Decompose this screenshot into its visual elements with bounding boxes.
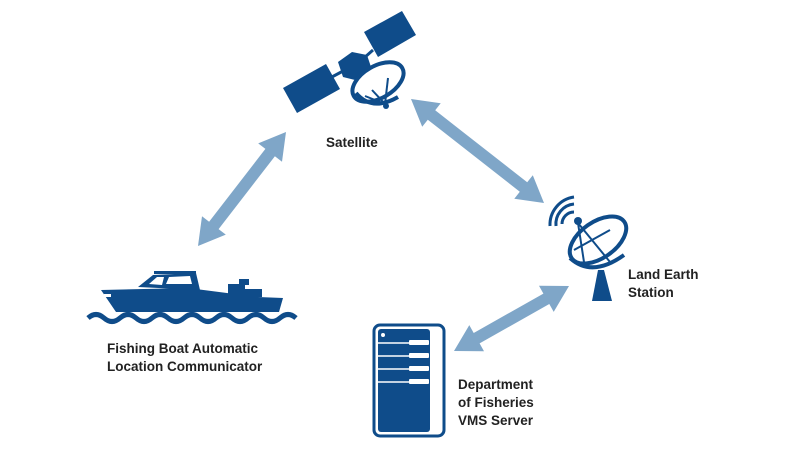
server-icon bbox=[372, 323, 446, 438]
boat-label-line2: Location Communicator bbox=[107, 359, 263, 374]
satellite-dish-icon bbox=[548, 195, 629, 301]
boat-label-line1: Fishing Boat Automatic bbox=[107, 341, 258, 356]
arrow-satellite-station bbox=[411, 99, 544, 203]
server-label-line3: VMS Server bbox=[458, 413, 534, 428]
server-label-line1: Department bbox=[458, 377, 534, 392]
arrow-boat-satellite bbox=[198, 132, 286, 246]
arrow-server-station bbox=[454, 285, 569, 352]
fishing-boat-icon bbox=[86, 271, 298, 324]
station-label: Land Earth Station bbox=[628, 266, 699, 302]
server-label-line2: of Fisheries bbox=[458, 395, 534, 410]
station-label-line2: Station bbox=[628, 285, 674, 300]
boat-label: Fishing Boat Automatic Location Communic… bbox=[107, 340, 262, 376]
server-label: Department of Fisheries VMS Server bbox=[458, 376, 534, 430]
satellite-label: Satellite bbox=[326, 135, 378, 150]
station-label-line1: Land Earth bbox=[628, 267, 699, 282]
satellite-icon bbox=[283, 11, 416, 113]
